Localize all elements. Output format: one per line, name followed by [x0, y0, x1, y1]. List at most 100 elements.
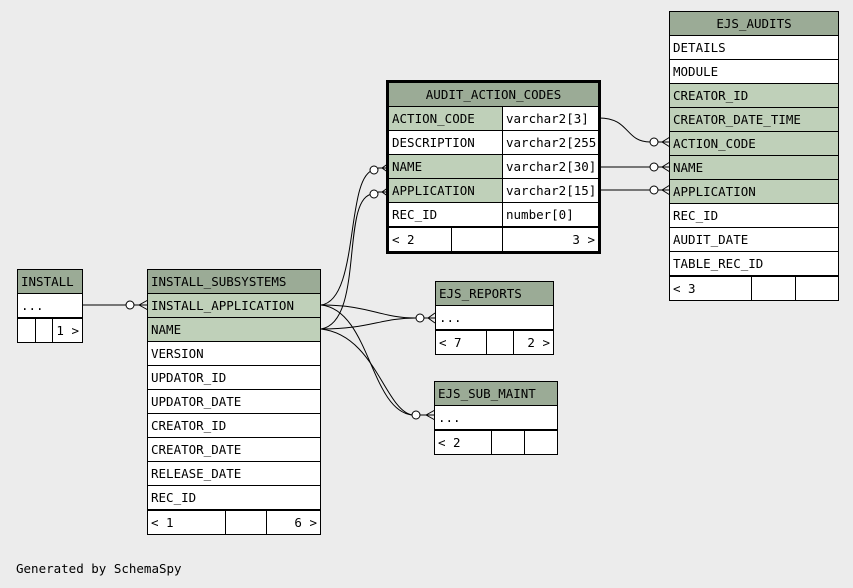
table-row: ... — [436, 306, 553, 330]
table-row: CREATOR_ID — [148, 414, 320, 438]
footer-children: 1 > — [52, 319, 82, 342]
table-row: RELEASE_DATE — [148, 462, 320, 486]
footer-children: 6 > — [266, 511, 320, 534]
footer-children — [795, 277, 838, 300]
footer-columns — [751, 277, 795, 300]
table-title: INSTALL_SUBSYSTEMS — [148, 270, 320, 294]
table-row: TABLE_REC_ID — [670, 252, 838, 276]
table-row: APPLICATION — [670, 180, 838, 204]
table-row: APPLICATION varchar2[15] — [389, 179, 598, 203]
column-name: CREATOR_DATE — [151, 442, 242, 457]
footer-parents — [18, 319, 35, 342]
column-name: NAME — [392, 159, 423, 174]
column-name: DETAILS — [673, 40, 726, 55]
table-title: EJS_SUB_MAINT — [435, 382, 557, 406]
footer-columns — [225, 511, 266, 534]
table-row: INSTALL_APPLICATION — [148, 294, 320, 318]
table-footer: < 3 — [670, 276, 838, 300]
column-name: REC_ID — [392, 207, 438, 222]
table-row: NAME varchar2[30] — [389, 155, 598, 179]
footer-parents: < 7 — [439, 335, 462, 350]
table-row: NAME — [670, 156, 838, 180]
table-title: AUDIT_ACTION_CODES — [389, 83, 598, 107]
column-name: ACTION_CODE — [392, 111, 475, 126]
column-name: MODULE — [673, 64, 719, 79]
footer-columns — [491, 431, 524, 454]
table-ejs-reports[interactable]: EJS_REPORTS ... < 7 2 > — [435, 281, 554, 355]
column-name: TABLE_REC_ID — [673, 256, 764, 271]
link-install-to-install-subsystems — [82, 299, 149, 311]
column-name: CREATOR_ID — [151, 418, 227, 433]
column-type: varchar2[3] — [502, 107, 598, 130]
column-name: UPDATOR_ID — [151, 370, 227, 385]
table-row: REC_ID number[0] — [389, 203, 598, 227]
table-row: REC_ID — [670, 204, 838, 228]
footer-children: 3 > — [502, 228, 598, 251]
table-title: INSTALL — [18, 270, 82, 294]
table-row: CREATOR_ID — [670, 84, 838, 108]
table-row: DESCRIPTION varchar2[255] — [389, 131, 598, 155]
table-row: NAME — [148, 318, 320, 342]
column-name: APPLICATION — [392, 183, 475, 198]
table-row: ACTION_CODE — [670, 132, 838, 156]
link-install-subsystems-to-ejs-reports — [320, 304, 436, 330]
column-type: varchar2[30] — [502, 155, 598, 178]
table-row: CREATOR_DATE — [148, 438, 320, 462]
table-footer: < 7 2 > — [436, 330, 553, 354]
table-title: EJS_REPORTS — [436, 282, 553, 306]
column-type: varchar2[255] — [502, 131, 598, 154]
footer-parents: < 1 — [151, 515, 174, 530]
column-name: CREATOR_DATE_TIME — [673, 112, 801, 127]
footer-children: 2 > — [513, 331, 553, 354]
link-install-subsystems-to-audit-action-codes — [320, 162, 390, 330]
table-row: UPDATOR_DATE — [148, 390, 320, 414]
table-row: ... — [18, 294, 82, 318]
table-footer: < 2 3 > — [389, 227, 598, 251]
footer-columns — [486, 331, 513, 354]
link-audit-action-codes-to-ejs-audits — [598, 117, 671, 196]
generated-by-credit: Generated by SchemaSpy — [16, 561, 182, 576]
link-install-subsystems-to-ejs-sub-maint — [320, 304, 436, 421]
table-ejs-audits[interactable]: EJS_AUDITS DETAILS MODULE CREATOR_ID CRE… — [669, 11, 839, 301]
table-footer: 1 > — [18, 318, 82, 342]
column-name: NAME — [151, 322, 182, 337]
table-row: DETAILS — [670, 36, 838, 60]
table-title: EJS_AUDITS — [670, 12, 838, 36]
table-row: REC_ID — [148, 486, 320, 510]
table-row: CREATOR_DATE_TIME — [670, 108, 838, 132]
column-type: varchar2[15] — [502, 179, 598, 202]
column-name: APPLICATION — [673, 184, 756, 199]
column-name: RELEASE_DATE — [151, 466, 242, 481]
table-row: UPDATOR_ID — [148, 366, 320, 390]
footer-parents: < 3 — [673, 281, 696, 296]
table-row: AUDIT_DATE — [670, 228, 838, 252]
column-name: ... — [438, 410, 461, 425]
table-footer: < 1 6 > — [148, 510, 320, 534]
column-name: ACTION_CODE — [673, 136, 756, 151]
table-ejs-sub-maint[interactable]: EJS_SUB_MAINT ... < 2 — [434, 381, 558, 455]
table-row: ACTION_CODE varchar2[3] — [389, 107, 598, 131]
column-name: REC_ID — [151, 490, 197, 505]
column-name: AUDIT_DATE — [673, 232, 749, 247]
column-name: UPDATOR_DATE — [151, 394, 242, 409]
column-name: DESCRIPTION — [392, 135, 475, 150]
column-name: NAME — [673, 160, 704, 175]
column-name: VERSION — [151, 346, 204, 361]
table-audit-action-codes[interactable]: AUDIT_ACTION_CODES ACTION_CODE varchar2[… — [386, 80, 601, 254]
footer-parents: < 2 — [438, 435, 461, 450]
column-name: CREATOR_ID — [673, 88, 749, 103]
footer-parents: < 2 — [392, 232, 415, 247]
table-footer: < 2 — [435, 430, 557, 454]
column-name: REC_ID — [673, 208, 719, 223]
footer-columns — [451, 228, 502, 251]
table-install[interactable]: INSTALL ... 1 > — [17, 269, 83, 343]
column-name: ... — [439, 310, 462, 325]
table-install-subsystems[interactable]: INSTALL_SUBSYSTEMS INSTALL_APPLICATION N… — [147, 269, 321, 535]
footer-columns — [35, 319, 52, 342]
footer-children — [524, 431, 557, 454]
column-type: number[0] — [502, 203, 598, 226]
table-row: MODULE — [670, 60, 838, 84]
column-name: ... — [21, 298, 44, 313]
table-row: ... — [435, 406, 557, 430]
